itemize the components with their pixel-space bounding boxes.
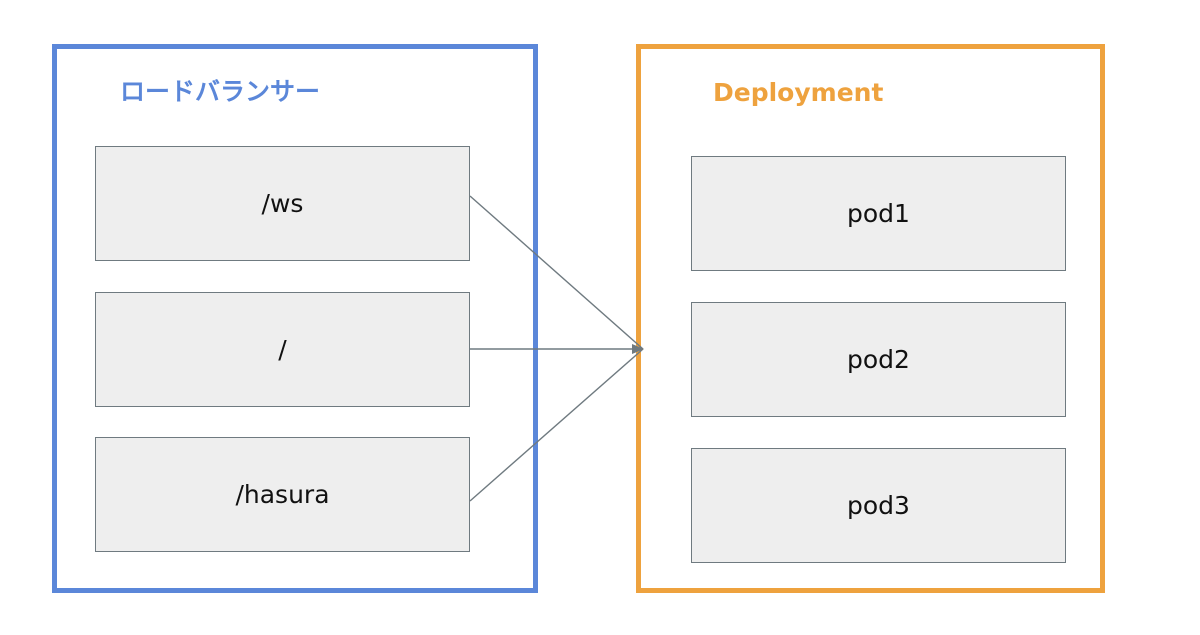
deployment-title: Deployment — [713, 78, 884, 107]
route-root-box: / — [95, 292, 470, 407]
pod3-box: pod3 — [691, 448, 1066, 563]
route-root-label: / — [278, 335, 287, 364]
route-hasura-label: /hasura — [235, 480, 330, 509]
pod1-box: pod1 — [691, 156, 1066, 271]
load-balancer-title: ロードバランサー — [120, 77, 321, 106]
edge-ws-to-deployment — [469, 195, 644, 350]
pod2-box: pod2 — [691, 302, 1066, 417]
load-balancer-group — [52, 44, 538, 593]
edge-hasura-to-deployment — [469, 348, 644, 502]
pod3-label: pod3 — [847, 491, 910, 520]
pod2-label: pod2 — [847, 345, 910, 374]
route-hasura-box: /hasura — [95, 437, 470, 552]
route-ws-box: /ws — [95, 146, 470, 261]
pod1-label: pod1 — [847, 199, 910, 228]
deployment-group — [636, 44, 1105, 593]
route-ws-label: /ws — [261, 189, 304, 218]
